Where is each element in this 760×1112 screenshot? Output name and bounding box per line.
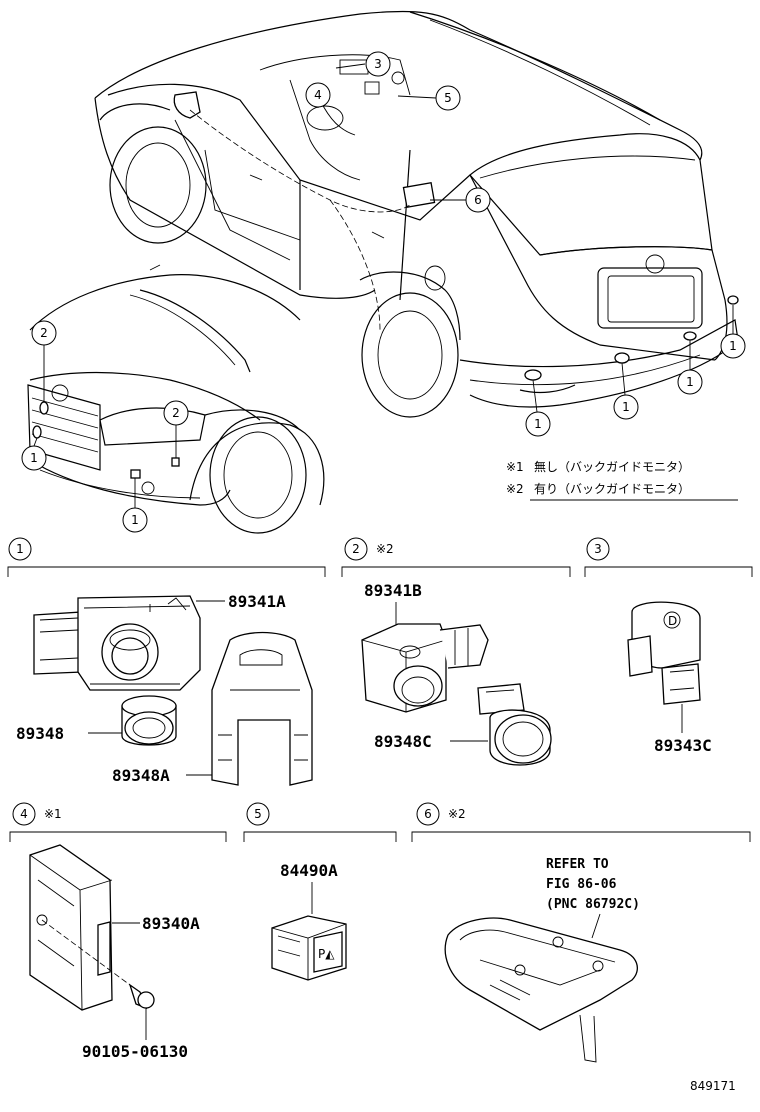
part-89348c-label: 89348C [374,732,432,751]
callout-1 [122,507,148,533]
svg-text:D: D [668,614,677,628]
sensor-89348c-drawing [450,683,552,766]
part-90105-label: 90105-06130 [82,1042,188,1061]
refer-line-2: FIG 86-06 [546,877,617,892]
front-car-illustration [27,264,325,534]
rear-car-illustration [94,10,739,418]
part-89340a-label: 89340A [142,914,200,933]
callout-5 [435,85,461,111]
section-headers: 1 2 ※2 3 4 ※1 5 6 ※2 [7,537,753,842]
svg-text:2: 2 [40,326,48,340]
callout-4 [305,82,331,108]
callout-2 [31,320,57,346]
callout-1 [613,394,639,420]
sensor-89341a-drawing [33,595,225,691]
svg-text:1: 1 [686,375,694,389]
svg-text:4: 4 [314,88,322,102]
callout-1 [525,411,551,437]
note-2-mark: ※2 [506,482,524,496]
part-89343c-label: 89343C [654,736,712,755]
callout-3 [365,51,391,77]
sensor-89341b-drawing [361,623,489,713]
figure-id: 849171 [690,1079,736,1093]
refer-line-1: REFER TO [546,857,609,872]
note-1-mark: ※1 [506,460,524,474]
section-6-number: 6 [424,807,432,821]
switch-face-label: P◭ [318,947,335,961]
section-4-number: 4 [20,807,28,821]
section-1-number: 1 [16,542,24,556]
svg-text:5: 5 [444,91,452,105]
svg-text:3: 3 [374,57,382,71]
ecu-89340a-drawing [29,844,140,1011]
section-1-parts: 89341A 89348 89348A [16,592,313,786]
refer-line-3: (PNC 86792C) [546,897,640,912]
callout-1 [21,445,47,471]
svg-text:2: 2 [172,406,180,420]
part-89341a-label: 89341A [228,592,286,611]
part-89348-label: 89348 [16,724,64,743]
bolt-90105-drawing [128,983,155,1040]
section-5-number: 5 [254,807,262,821]
legend-notes: ※1 無し（バックガイドモニタ） ※2 有り（バックガイドモニタ） [506,459,738,501]
switch-84490a-drawing: P◭ [271,915,347,981]
note-2-text: 有り（バックガイドモニタ） [534,482,690,496]
bracket-89348a-drawing [186,631,313,786]
part-89341b-label: 89341B [364,581,422,600]
svg-text:1: 1 [534,417,542,431]
callout-2 [163,400,189,426]
svg-text:1: 1 [729,339,737,353]
note-1-text: 無し（バックガイドモニタ） [534,459,690,474]
part-84490a-label: 84490A [280,861,338,880]
section-4-parts: 89340A 90105-06130 [29,844,200,1061]
section-4-mark: ※1 [44,807,62,821]
callout-1 [720,333,746,359]
callout-6 [465,187,491,213]
svg-text:1: 1 [622,400,630,414]
module-86792c-drawing [444,917,638,1063]
callout-group: 3 4 5 6 1 1 1 1 2 2 1 [21,51,746,533]
sensor-89343c-drawing: D [627,601,701,733]
svg-text:1: 1 [131,513,139,527]
section-6-parts: REFER TO FIG 86-06 (PNC 86792C) [444,857,640,1063]
sensor-ring-89348-drawing [88,695,177,746]
section-3-number: 3 [594,542,602,556]
part-89348a-label: 89348A [112,766,170,785]
svg-text:1: 1 [30,451,38,465]
section-3-parts: D 89343C [627,601,712,755]
callout-1 [677,369,703,395]
svg-text:6: 6 [474,193,482,207]
section-5-parts: 84490A P◭ [271,861,347,981]
section-2-parts: 89341B 89348C [361,581,552,766]
section-6-mark: ※2 [448,807,466,821]
section-2-mark: ※2 [376,542,394,556]
section-2-number: 2 [352,542,360,556]
